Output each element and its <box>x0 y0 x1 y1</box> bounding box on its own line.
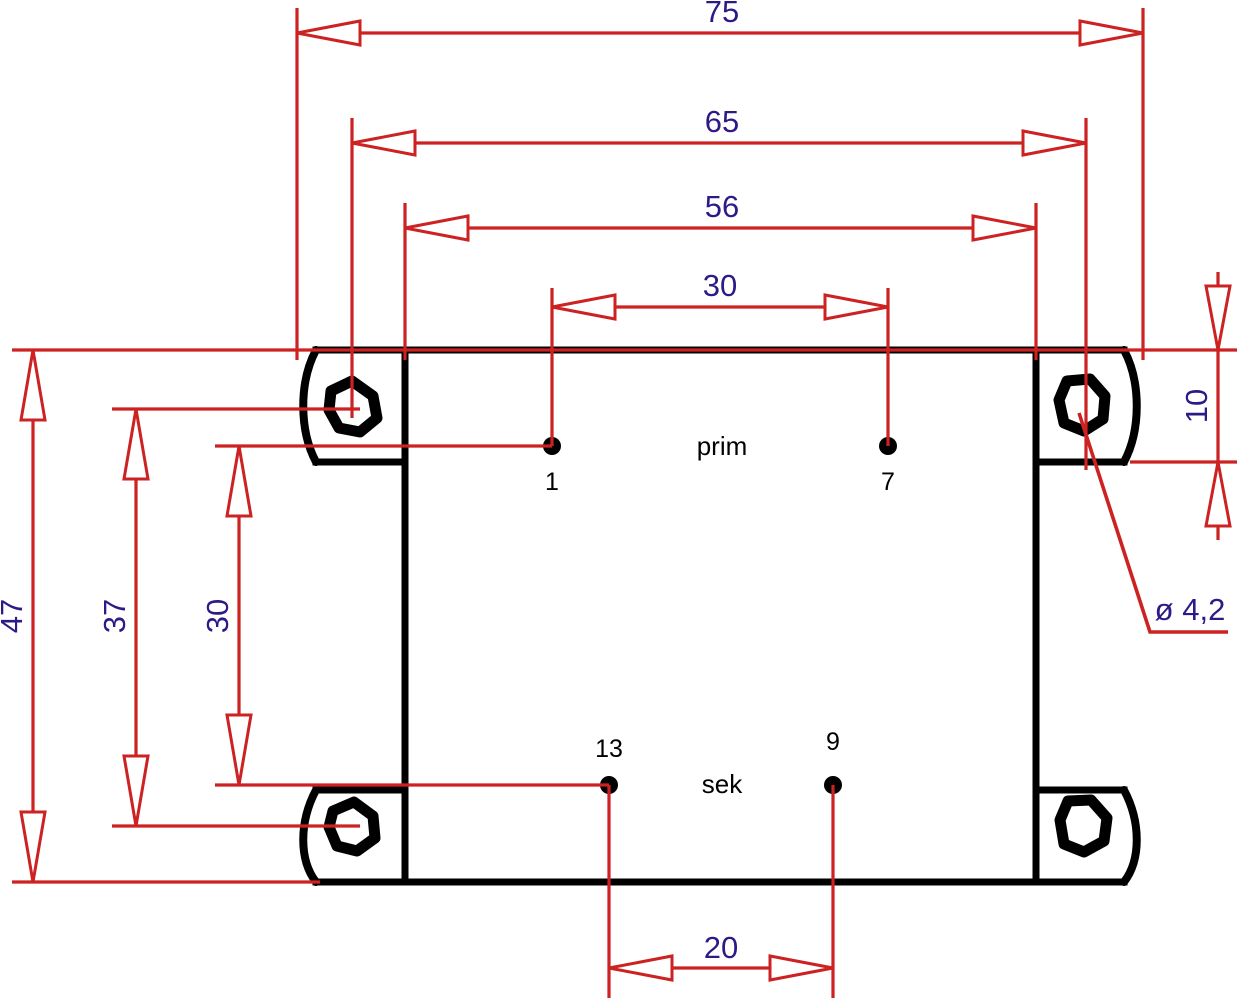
label-prim: prim <box>697 431 748 461</box>
ear-bottom-right-curve <box>1120 786 1141 886</box>
dim-label-56: 56 <box>705 189 739 224</box>
dim-label-10: 10 <box>1179 389 1214 423</box>
part-outline <box>299 346 1141 886</box>
ear-top-left-curve <box>299 346 320 466</box>
pin-label-7: 7 <box>881 468 895 496</box>
dimension-10: 10 <box>1179 272 1232 540</box>
ear-top-right-curve <box>1120 346 1141 466</box>
arrowhead-30v-top <box>225 445 253 518</box>
arrowhead-30h-right <box>823 293 889 321</box>
label-sek: sek <box>702 769 743 799</box>
dimension-30-horizontal: 30 <box>551 268 889 321</box>
pin-label-1: 1 <box>545 468 559 496</box>
arrowhead-10-bottom <box>1204 461 1232 528</box>
arrowhead-47-bottom <box>19 810 47 883</box>
pin-label-9: 9 <box>826 728 840 756</box>
pin-labels: 1 7 13 9 <box>545 468 895 763</box>
arrowhead-65-right <box>1021 129 1087 157</box>
dimension-65: 65 <box>351 104 1087 157</box>
dim-label-30-horizontal: 30 <box>703 268 737 303</box>
dimension-47: 47 <box>0 349 47 883</box>
dimension-75: 75 <box>296 0 1144 47</box>
mounting-hole-bottom-left <box>323 796 381 857</box>
dimension-20: 20 <box>608 930 834 982</box>
arrowhead-56-right <box>971 214 1037 242</box>
mounting-hole-top-left <box>323 375 383 438</box>
mounting-hole-top-right <box>1053 373 1111 437</box>
arrowhead-20-left <box>608 954 674 982</box>
dim-label-75: 75 <box>705 0 739 29</box>
extension-lines <box>12 8 1237 998</box>
mounting-hole-bottom-right <box>1054 794 1113 858</box>
dim-label-30-vertical: 30 <box>200 599 235 633</box>
arrowhead-37-top <box>122 408 150 481</box>
dimension-56: 56 <box>404 189 1037 242</box>
arrowhead-47-top <box>19 349 47 422</box>
dimension-30-vertical: 30 <box>200 445 253 786</box>
dim-label-37: 37 <box>97 599 132 633</box>
winding-group-labels: prim sek <box>697 431 748 799</box>
dim-label-47: 47 <box>0 599 29 633</box>
arrowhead-30h-left <box>551 293 617 321</box>
dim-label-hole-diameter: ø 4,2 <box>1155 592 1226 627</box>
dim-label-65: 65 <box>705 104 739 139</box>
dimension-37: 37 <box>97 408 150 827</box>
arrowhead-10-top <box>1204 284 1232 351</box>
leader-line-hole <box>1077 412 1228 634</box>
arrowhead-20-right <box>768 954 834 982</box>
arrowhead-65-left <box>351 129 417 157</box>
arrowhead-75-left <box>296 19 362 47</box>
arrowhead-37-bottom <box>122 754 150 827</box>
ear-bottom-left-curve <box>299 786 320 886</box>
pin-label-13: 13 <box>595 735 623 763</box>
dim-label-20: 20 <box>704 930 738 965</box>
arrowhead-75-right <box>1078 19 1144 47</box>
arrowhead-30v-bottom <box>225 713 253 786</box>
arrowhead-56-left <box>404 214 470 242</box>
leader-hole-diameter: ø 4,2 <box>1077 412 1228 634</box>
